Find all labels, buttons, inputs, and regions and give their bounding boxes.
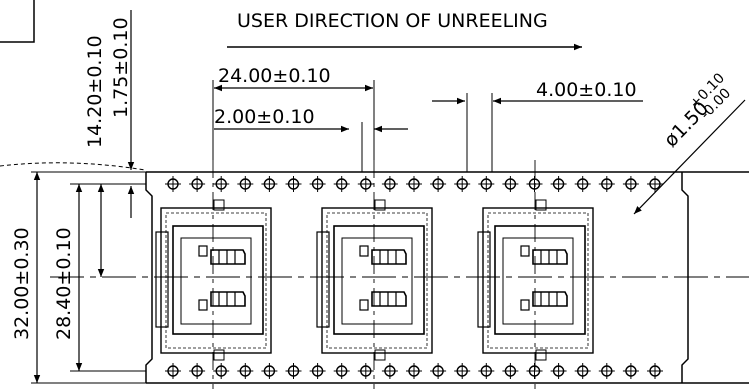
sprocket-hole [550,363,567,379]
corner-frame [0,0,35,43]
pocket [155,160,272,389]
sprocket-hole [502,363,519,379]
sprocket-hole [406,363,422,379]
sprocket-hole [213,176,230,192]
sprocket-hole [309,176,326,192]
unreel-direction-title: USER DIRECTION OF UNREELING [237,10,548,32]
sprocket-hole [333,363,350,379]
sprocket-hole [309,363,326,379]
pockets [155,160,594,389]
sprocket-hole [430,176,447,192]
sprocket-hole [261,176,278,192]
tape-width-label: 32.00±0.30 [11,227,33,340]
sprocket-hole [165,363,181,379]
sprocket-hole [406,176,422,192]
sprocket-hole [574,363,591,379]
pitch-dimension-label: 24.00±0.10 [218,65,331,87]
sprocket-hole [381,176,398,192]
hole-diameter-leader [633,99,746,215]
sprocket-hole [454,176,471,192]
carrier-tape [50,171,749,384]
sprocket-hole [598,176,615,192]
sprocket-hole [622,176,639,192]
center-offset-label: 2.00±0.10 [214,106,315,128]
hole-span-label: 28.40±0.10 [53,227,75,340]
sprocket-hole [357,176,374,192]
sprocket-hole [357,363,374,379]
sprocket-hole [285,363,302,379]
sprocket-hole [430,363,447,379]
sprocket-hole [285,176,302,192]
sprocket-hole [213,363,230,379]
sprocket-hole [502,176,519,192]
sprocket-hole [478,363,495,379]
sprocket-hole [381,363,398,379]
sprocket-hole [598,363,615,379]
sprocket-hole [454,363,471,379]
sprocket-hole [550,176,567,192]
sprocket-hole [647,363,663,379]
sprocket-hole [647,176,663,192]
pocket [316,160,433,389]
sprocket-hole [333,176,350,192]
sprocket-hole [261,363,278,379]
sprocket-hole [526,176,543,192]
sprocket-hole [165,176,181,192]
hole-pitch-label: 4.00±0.10 [536,79,637,101]
sprocket-hole [622,363,639,379]
sprocket-hole [478,176,495,192]
sprocket-hole [237,176,254,192]
sprocket-hole [237,363,254,379]
sprocket-hole [526,363,543,379]
sprocket-holes [165,176,663,379]
sprocket-hole [189,363,206,379]
pocket [477,160,594,389]
sprocket-hole [189,176,206,192]
hole-row-offset-label: 14.20±0.10 [84,35,106,148]
sprocket-hole [574,176,591,192]
hole-to-edge-label: 1.75±0.10 [110,17,132,118]
